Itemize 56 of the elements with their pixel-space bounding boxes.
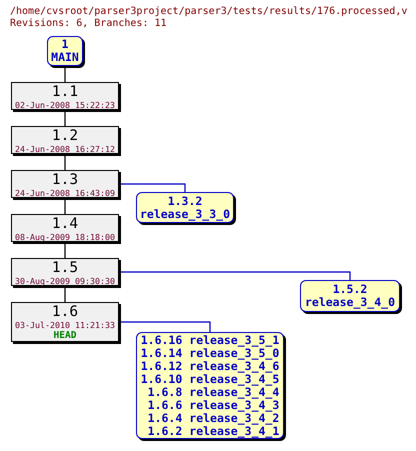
branch-number: 1.6.10 <box>140 372 182 386</box>
tag-box <box>300 280 400 312</box>
file-path-title: /home/cvsroot/parser3project/parser3/tests/results/176.processed,v <box>10 5 408 18</box>
tag-name: release_3_4_6 <box>189 360 280 372</box>
revision-summary: Revisions: 6, Branches: 11 <box>10 18 168 30</box>
revision-box <box>11 214 119 242</box>
branch-number: 1 <box>62 38 68 51</box>
branch-number: 1.6.16 <box>140 334 182 346</box>
branch-line <box>119 271 351 280</box>
revision-number: 1.1 <box>52 84 78 100</box>
revision-number: 1.2 <box>52 128 78 144</box>
tag-box <box>47 36 83 66</box>
connector-line <box>64 242 66 258</box>
tag-name: release_3_5_0 <box>189 346 280 360</box>
revision-number: 1.3 <box>52 172 78 188</box>
branch-number: 1.6.2 <box>148 424 182 438</box>
branch-number: 1.3.2 <box>168 194 202 208</box>
branch-number: 1.6.8 <box>148 386 182 398</box>
tag-name: release_3_4_3 <box>189 398 280 412</box>
revision-date: 08-Aug-2009 18:18:00 <box>15 232 115 242</box>
revision-number: 1.5 <box>52 260 78 276</box>
connector-line <box>64 286 66 302</box>
revision-date: 03-Jul-2010 11:21:33 <box>15 320 115 330</box>
connector-line <box>64 154 66 170</box>
revision-box <box>11 302 119 342</box>
revision-box <box>11 258 119 286</box>
revision-box <box>11 126 119 154</box>
revision-date: 02-Jun-2008 15:22:23 <box>15 100 115 110</box>
revision-number: 1.6 <box>52 305 78 320</box>
tag-name: release_3_4_1 <box>189 424 280 438</box>
revision-number: 1.4 <box>52 216 78 232</box>
branch-number: 1.6.4 <box>148 412 182 424</box>
revision-date: 24-Jun-2008 16:27:12 <box>15 144 115 154</box>
tag-name: MAIN <box>51 51 79 64</box>
tag-box <box>136 192 234 223</box>
tag-list-box <box>136 332 284 439</box>
branch-number: 1.6.6 <box>148 398 182 412</box>
revision-box <box>11 170 119 198</box>
branch-line <box>119 183 186 192</box>
branch-number: 1.6.14 <box>140 346 182 360</box>
connector-line <box>64 110 66 126</box>
tag-name: release_3_4_2 <box>189 412 280 424</box>
revision-box <box>11 82 119 110</box>
branch-number: 1.6.12 <box>140 360 182 372</box>
tag-name: release_3_5_1 <box>189 334 280 346</box>
head-tag: HEAD <box>54 330 76 341</box>
revision-date: 30-Aug-2009 09:30:30 <box>15 276 115 286</box>
revision-date: 24-Jun-2008 16:43:09 <box>15 188 115 198</box>
tag-name: release_3_4_0 <box>304 296 395 309</box>
branch-number: 1.5.2 <box>332 283 368 296</box>
connector-line <box>64 198 66 214</box>
tag-name: release_3_3_0 <box>140 208 230 220</box>
tag-name: release_3_4_5 <box>189 372 280 386</box>
tag-name: release_3_4_4 <box>189 386 280 398</box>
connector-line <box>64 66 66 82</box>
branch-line <box>119 321 211 332</box>
